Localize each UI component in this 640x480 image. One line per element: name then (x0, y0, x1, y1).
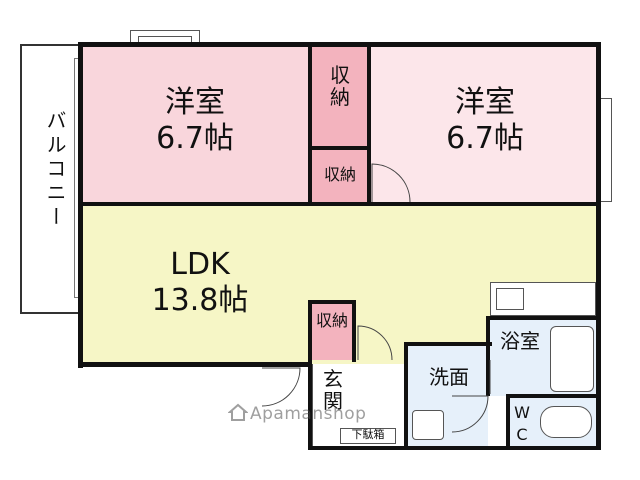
entrance-label: 玄関 (323, 367, 343, 414)
shoe-box-label: 下駄箱 (351, 428, 385, 441)
storage-mid (312, 150, 368, 202)
bathtub (550, 326, 594, 392)
storage-ldk-label: 収納 (316, 311, 349, 330)
western-room-right-name: 洋室 (455, 85, 515, 120)
wall-wc-left (506, 394, 510, 450)
wall-storage-split (308, 146, 370, 150)
shoe-box (340, 428, 396, 444)
wall-storage-ldk-side (308, 300, 312, 448)
kitchen-sink (496, 288, 524, 310)
door-swing-entrance (261, 367, 301, 407)
toilet (540, 406, 592, 438)
wc-label: WC (514, 403, 530, 445)
wall-wet-top (404, 342, 492, 346)
wall-storage-ldk-right (352, 300, 356, 362)
ldk-name: LDK (170, 247, 230, 282)
western-room-left-name: 洋室 (165, 85, 225, 120)
bath-label: 浴室 (500, 329, 540, 353)
storage-top-label: 収納 (330, 63, 350, 110)
wall-mid-horizontal (78, 202, 600, 206)
wall-wet-left (404, 342, 408, 450)
wall-divider-left (308, 42, 312, 206)
ldk-size: 13.8帖 (151, 283, 249, 318)
wall-bath-top (486, 316, 598, 320)
wall-bottom-ldk (78, 362, 310, 367)
balcony-label: バルコニー (43, 110, 67, 230)
western-room-left (80, 46, 308, 204)
washbasin (412, 410, 444, 440)
wall-top (78, 42, 600, 47)
wall-right (596, 42, 601, 450)
western-room-right-size: 6.7帖 (446, 121, 524, 156)
wall-storage-ldk (308, 300, 356, 304)
apamanshop-house-icon (228, 403, 248, 421)
wall-divider-right (367, 42, 371, 202)
storage-ldk (312, 304, 352, 360)
wall-bath-bottom (508, 394, 598, 398)
storage-mid-label: 収納 (323, 165, 356, 184)
washroom-label: 洗面 (429, 365, 469, 389)
balcony (20, 44, 80, 314)
western-room-left-size: 6.7帖 (156, 121, 234, 156)
wall-bath-left (486, 316, 490, 396)
watermark: Apamanshop (250, 404, 367, 424)
storage-top (312, 46, 368, 146)
wall-bottom (308, 446, 600, 450)
